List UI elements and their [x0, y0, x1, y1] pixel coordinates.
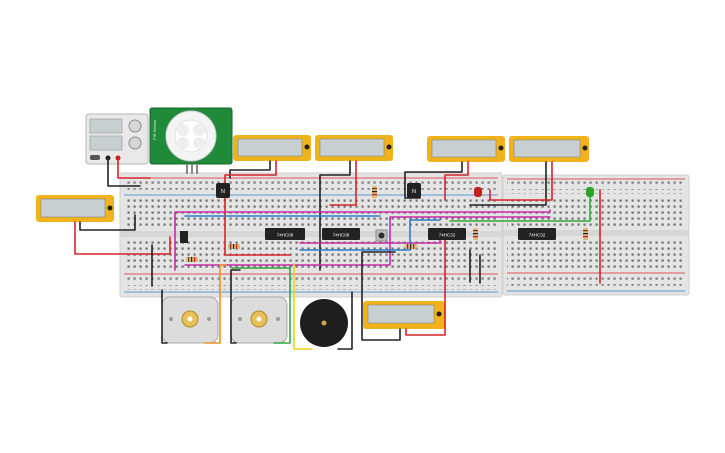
wire[interactable]: [184, 216, 551, 266]
multimeter-left[interactable]: [36, 195, 114, 222]
wire[interactable]: [405, 239, 446, 336]
ic-chip-1-label: 74HC08: [277, 233, 294, 238]
dc-motor-1[interactable]: [161, 296, 219, 344]
pir-sensor-label: PIR Sensor: [152, 119, 157, 140]
dc-motor-2[interactable]: [230, 296, 288, 344]
piezo-buzzer[interactable]: [300, 299, 348, 347]
wire[interactable]: [337, 291, 353, 350]
ic-chip-4[interactable]: 74HC32: [518, 228, 556, 240]
multimeter-top-2[interactable]: [315, 135, 393, 161]
wire[interactable]: [229, 160, 271, 179]
resistor[interactable]: [473, 228, 478, 240]
wire[interactable]: [444, 161, 469, 201]
resistor[interactable]: [186, 257, 198, 262]
ic-chip-3-label: 74HC32: [439, 233, 456, 238]
transistor-1-label: N: [221, 189, 225, 195]
wire[interactable]: [79, 214, 136, 231]
multimeter-top-4[interactable]: [509, 136, 589, 162]
ic-chip-2-label: 74HC08: [333, 233, 350, 238]
multimeter-top-1[interactable]: [233, 135, 311, 161]
wire[interactable]: [489, 161, 553, 201]
transistor-2-label: N: [412, 189, 416, 195]
pir-sensor[interactable]: PIR Sensor: [149, 107, 233, 174]
wire[interactable]: [231, 267, 291, 344]
transistor-2[interactable]: N: [407, 183, 421, 198]
wire[interactable]: [469, 161, 547, 206]
resistor[interactable]: [228, 244, 240, 249]
transistor-1[interactable]: N: [216, 183, 230, 198]
wires: [74, 157, 601, 350]
led-green[interactable]: [586, 187, 594, 197]
wire[interactable]: [230, 269, 241, 344]
wire[interactable]: [319, 160, 351, 271]
wire[interactable]: [161, 289, 168, 344]
breadboard-main[interactable]: [119, 172, 503, 298]
push-button[interactable]: [375, 229, 388, 242]
ic-chip-4-label: 74HC32: [529, 233, 546, 238]
wire[interactable]: [293, 263, 313, 350]
wire[interactable]: [224, 160, 291, 256]
resistor[interactable]: [372, 186, 377, 198]
breadboard-secondary[interactable]: [502, 174, 690, 296]
resistor[interactable]: [405, 244, 417, 249]
ic-chip-1[interactable]: 74HC08: [265, 228, 305, 240]
wire[interactable]: [449, 194, 591, 222]
wire[interactable]: [329, 160, 357, 206]
wire[interactable]: [361, 251, 401, 341]
led-red[interactable]: [474, 187, 482, 197]
wire[interactable]: [117, 157, 151, 179]
wire[interactable]: [107, 157, 141, 187]
resistor[interactable]: [583, 228, 588, 240]
ic-chip-3[interactable]: 74HC32: [428, 228, 466, 240]
wire[interactable]: [74, 221, 171, 255]
multimeter-top-3[interactable]: [427, 136, 505, 162]
multimeter-bottom[interactable]: [363, 301, 445, 329]
ic-chip-2[interactable]: 74HC08: [322, 228, 360, 240]
small-chip[interactable]: [180, 231, 188, 243]
wire[interactable]: [299, 219, 441, 251]
wire[interactable]: [204, 264, 227, 344]
wire[interactable]: [174, 209, 551, 271]
power-supply[interactable]: [85, 113, 149, 165]
